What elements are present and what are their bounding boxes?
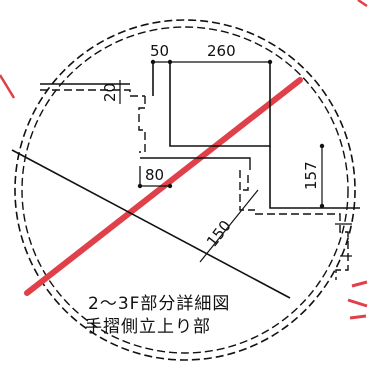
caption-line-1: 2～3F部分詳細図 (88, 294, 230, 314)
parapet-wall (152, 62, 271, 147)
red-mark-bottom-right (347, 280, 368, 320)
red-mark-top-right (357, 0, 368, 8)
dimension-lines (11, 59, 325, 299)
callout-circle (14, 19, 356, 361)
dim-150-line (199, 189, 259, 263)
dim-label-150: 150 (203, 217, 235, 251)
dim-label-20: 20 (101, 83, 119, 102)
dim-label-157: 157 (302, 161, 320, 190)
lower-detail-ticks (335, 223, 352, 257)
callout-circle-inner (21, 26, 349, 354)
long-diagonal-line (11, 149, 291, 299)
mid-step-line (140, 157, 251, 170)
top-dim-dot-right (267, 59, 273, 65)
dim-label-80: 80 (145, 166, 164, 184)
section-outline (40, 62, 360, 280)
mid-step-dashed (239, 170, 255, 211)
dim-80-dot-right (167, 183, 173, 189)
dim-157-dot-bottom (319, 203, 325, 209)
lower-wall-dashed (255, 213, 349, 280)
caption-line-2: 手摺側立上り部 (85, 317, 211, 337)
right-step-line (269, 146, 360, 209)
top-dim-dot-mid (167, 59, 173, 65)
callout-circle-outer (14, 19, 356, 361)
dim-label-260: 260 (207, 42, 236, 60)
red-mark-left (0, 74, 16, 99)
dim-label-50: 50 (150, 42, 169, 60)
upper-slab-dashed (40, 89, 145, 97)
top-dim-dot-left (150, 59, 156, 65)
dim-157-dot-top (319, 143, 325, 149)
red-markup (0, 0, 368, 320)
left-wall-dashed (138, 96, 146, 153)
dim-80-dot-left (137, 183, 143, 189)
